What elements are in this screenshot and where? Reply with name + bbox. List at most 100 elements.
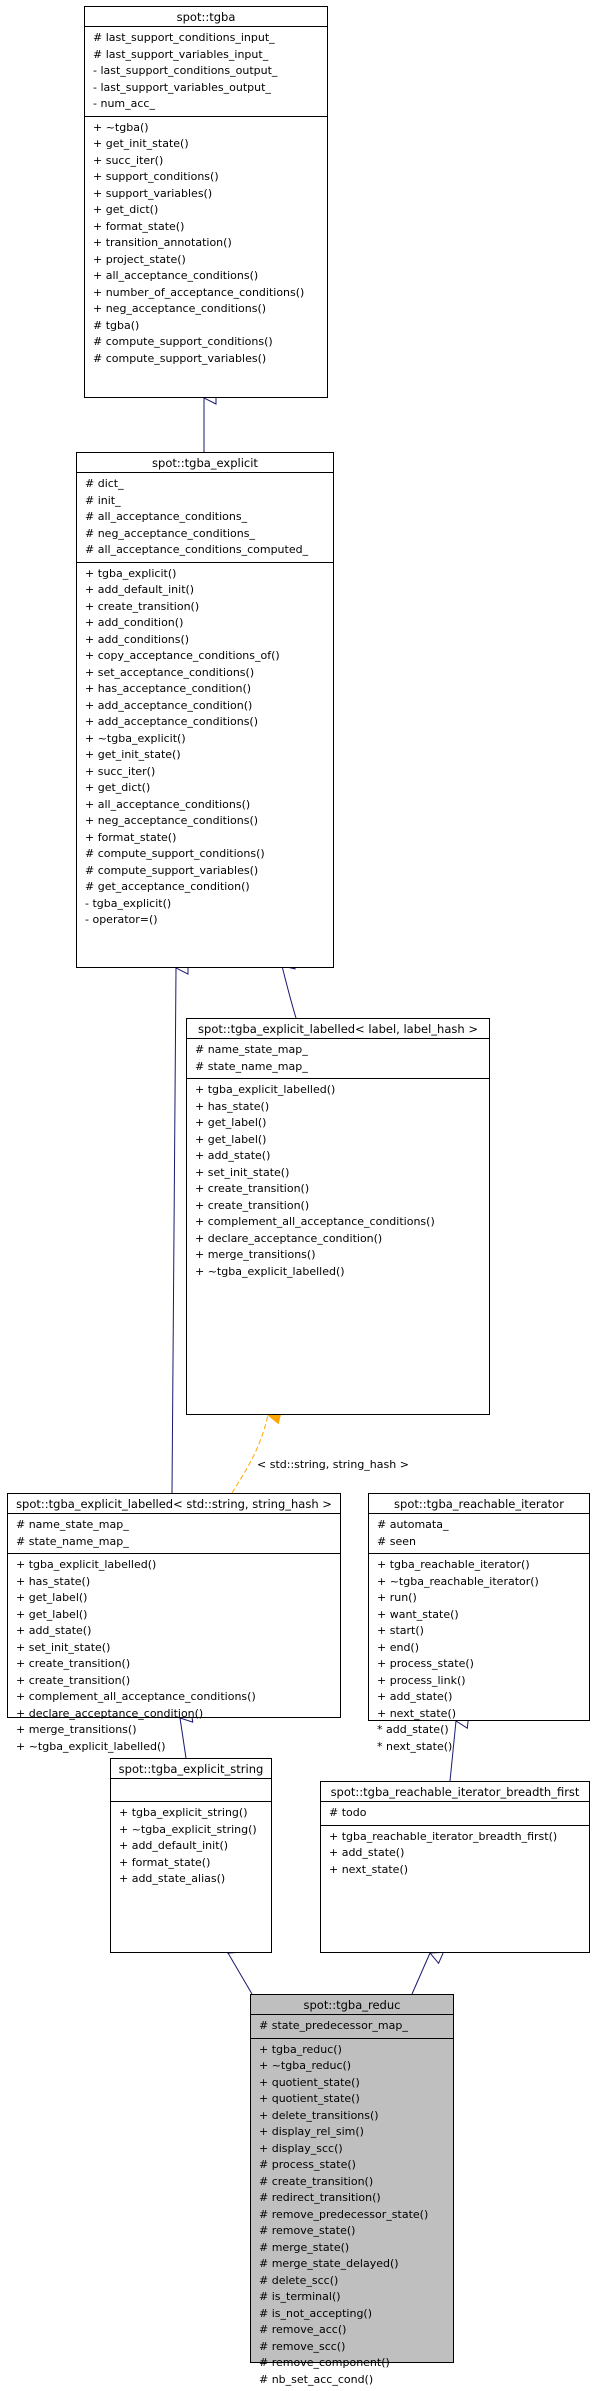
method-item: + get_label() bbox=[16, 1590, 340, 1607]
method-item: + ~tgba_explicit() bbox=[85, 731, 333, 748]
method-item: + merge_transitions() bbox=[16, 1722, 340, 1739]
attribute-item: # dict_ bbox=[85, 476, 333, 493]
attributes-section: # automata_# seen bbox=[369, 1514, 589, 1554]
method-item: + start() bbox=[377, 1623, 589, 1640]
method-item: + all_acceptance_conditions() bbox=[85, 797, 333, 814]
method-item: + display_scc() bbox=[259, 2141, 453, 2158]
method-item: + get_label() bbox=[195, 1115, 489, 1132]
method-item: # merge_state() bbox=[259, 2240, 453, 2257]
method-item: + all_acceptance_conditions() bbox=[93, 268, 327, 285]
method-item: + ~tgba_explicit_labelled() bbox=[195, 1264, 489, 1281]
method-item: + ~tgba() bbox=[93, 120, 327, 137]
method-item: # compute_support_conditions() bbox=[85, 846, 333, 863]
method-item: + set_init_state() bbox=[195, 1165, 489, 1182]
method-item: + format_state() bbox=[119, 1855, 271, 1872]
method-item: + add_state() bbox=[16, 1623, 340, 1640]
attributes-section: # last_support_conditions_input_# last_s… bbox=[85, 27, 327, 117]
class-name: spot::tgba_explicit bbox=[77, 453, 333, 473]
method-item: # compute_support_conditions() bbox=[93, 334, 327, 351]
method-item: + get_dict() bbox=[85, 780, 333, 797]
method-item: # is_terminal() bbox=[259, 2289, 453, 2306]
method-item: + has_state() bbox=[16, 1574, 340, 1591]
method-item: + declare_acceptance_condition() bbox=[16, 1706, 340, 1723]
methods-section: + tgba_explicit_labelled()+ has_state()+… bbox=[8, 1554, 340, 1758]
method-item: + format_state() bbox=[85, 830, 333, 847]
method-item: + ~tgba_reduc() bbox=[259, 2058, 453, 2075]
method-item: + neg_acceptance_conditions() bbox=[85, 813, 333, 830]
method-item: + tgba_explicit_labelled() bbox=[16, 1557, 340, 1574]
attribute-item: - num_acc_ bbox=[93, 96, 327, 113]
method-item: + has_acceptance_condition() bbox=[85, 681, 333, 698]
methods-section: + tgba_explicit_labelled()+ has_state()+… bbox=[187, 1079, 489, 1283]
class-tgba-explicit-labelled-template[interactable]: spot::tgba_explicit_labelled< label, lab… bbox=[186, 1018, 490, 1415]
method-item: + add_condition() bbox=[85, 615, 333, 632]
method-item: + display_rel_sim() bbox=[259, 2124, 453, 2141]
attribute-item: # init_ bbox=[85, 493, 333, 510]
method-item: - tgba_explicit() bbox=[85, 896, 333, 913]
attribute-item: # last_support_variables_input_ bbox=[93, 47, 327, 64]
attributes-section bbox=[111, 1779, 271, 1802]
method-item: + run() bbox=[377, 1590, 589, 1607]
method-item: + add_state() bbox=[377, 1689, 589, 1706]
method-item: + quotient_state() bbox=[259, 2075, 453, 2092]
method-item: # compute_support_variables() bbox=[93, 351, 327, 368]
method-item: + complement_all_acceptance_conditions() bbox=[195, 1214, 489, 1231]
attribute-item: # name_state_map_ bbox=[16, 1517, 340, 1534]
method-item: + tgba_reachable_iterator_breadth_first(… bbox=[329, 1829, 589, 1846]
method-item: + add_default_init() bbox=[119, 1838, 271, 1855]
method-item: + create_transition() bbox=[85, 599, 333, 616]
method-item: + merge_transitions() bbox=[195, 1247, 489, 1264]
method-item: + tgba_reduc() bbox=[259, 2042, 453, 2059]
method-item: + process_link() bbox=[377, 1673, 589, 1690]
methods-section: + tgba_reduc()+ ~tgba_reduc()+ quotient_… bbox=[251, 2039, 453, 2391]
method-item: # delete_scc() bbox=[259, 2273, 453, 2290]
class-tgba[interactable]: spot::tgba# last_support_conditions_inpu… bbox=[84, 6, 328, 398]
class-name: spot::tgba_reachable_iterator bbox=[369, 1494, 589, 1514]
method-item: - operator=() bbox=[85, 912, 333, 929]
method-item: + create_transition() bbox=[16, 1673, 340, 1690]
method-item: + quotient_state() bbox=[259, 2091, 453, 2108]
method-item: + end() bbox=[377, 1640, 589, 1657]
attribute-item: # neg_acceptance_conditions_ bbox=[85, 526, 333, 543]
class-tgba-reachable-iterator[interactable]: spot::tgba_reachable_iterator# automata_… bbox=[368, 1493, 590, 1721]
attributes-section: # state_predecessor_map_ bbox=[251, 2015, 453, 2039]
method-item: + add_acceptance_condition() bbox=[85, 698, 333, 715]
method-item: + project_state() bbox=[93, 252, 327, 269]
class-name: spot::tgba_explicit_labelled< std::strin… bbox=[8, 1494, 340, 1514]
method-item: # nb_set_acc_cond() bbox=[259, 2372, 453, 2389]
class-tgba-explicit[interactable]: spot::tgba_explicit# dict_# init_# all_a… bbox=[76, 452, 334, 968]
edge-template-instantiation bbox=[232, 1415, 268, 1493]
method-item: + declare_acceptance_condition() bbox=[195, 1231, 489, 1248]
class-name: spot::tgba_reduc bbox=[251, 1995, 453, 2015]
method-item: + create_transition() bbox=[195, 1198, 489, 1215]
methods-section: + tgba_reachable_iterator()+ ~tgba_reach… bbox=[369, 1554, 589, 1758]
method-item: # process_state() bbox=[259, 2157, 453, 2174]
attribute-item: # name_state_map_ bbox=[195, 1042, 489, 1059]
method-item: + get_init_state() bbox=[85, 747, 333, 764]
method-item: * next_state() bbox=[377, 1739, 589, 1756]
class-tgba-explicit-string[interactable]: spot::tgba_explicit_string+ tgba_explici… bbox=[110, 1758, 272, 1953]
class-tgba-reduc[interactable]: spot::tgba_reduc# state_predecessor_map_… bbox=[250, 1994, 454, 2363]
method-item: + get_label() bbox=[195, 1132, 489, 1149]
method-item: + add_acceptance_conditions() bbox=[85, 714, 333, 731]
method-item: # remove_acc() bbox=[259, 2322, 453, 2339]
method-item: # merge_state_delayed() bbox=[259, 2256, 453, 2273]
method-item: + transition_annotation() bbox=[93, 235, 327, 252]
class-tgba-explicit-labelled-string[interactable]: spot::tgba_explicit_labelled< std::strin… bbox=[7, 1493, 341, 1718]
class-name: spot::tgba_explicit_labelled< label, lab… bbox=[187, 1019, 489, 1039]
edge-labelled-string-to-tgba-explicit bbox=[172, 968, 176, 1493]
method-item: + support_conditions() bbox=[93, 169, 327, 186]
methods-section: + tgba_reachable_iterator_breadth_first(… bbox=[321, 1826, 589, 1882]
method-item: + delete_transitions() bbox=[259, 2108, 453, 2125]
method-item: + process_state() bbox=[377, 1656, 589, 1673]
method-item: + ~tgba_explicit_string() bbox=[119, 1822, 271, 1839]
edge-reduc-to-breadth-first bbox=[412, 1953, 430, 1994]
method-item: + get_dict() bbox=[93, 202, 327, 219]
class-tgba-reachable-iterator-breadth-first[interactable]: spot::tgba_reachable_iterator_breadth_fi… bbox=[320, 1781, 590, 1953]
method-item: + set_init_state() bbox=[16, 1640, 340, 1657]
methods-section: + tgba_explicit_string()+ ~tgba_explicit… bbox=[111, 1802, 271, 1891]
method-item: + get_label() bbox=[16, 1607, 340, 1624]
method-item: + copy_acceptance_conditions_of() bbox=[85, 648, 333, 665]
method-item: # compute_support_variables() bbox=[85, 863, 333, 880]
method-item: + neg_acceptance_conditions() bbox=[93, 301, 327, 318]
